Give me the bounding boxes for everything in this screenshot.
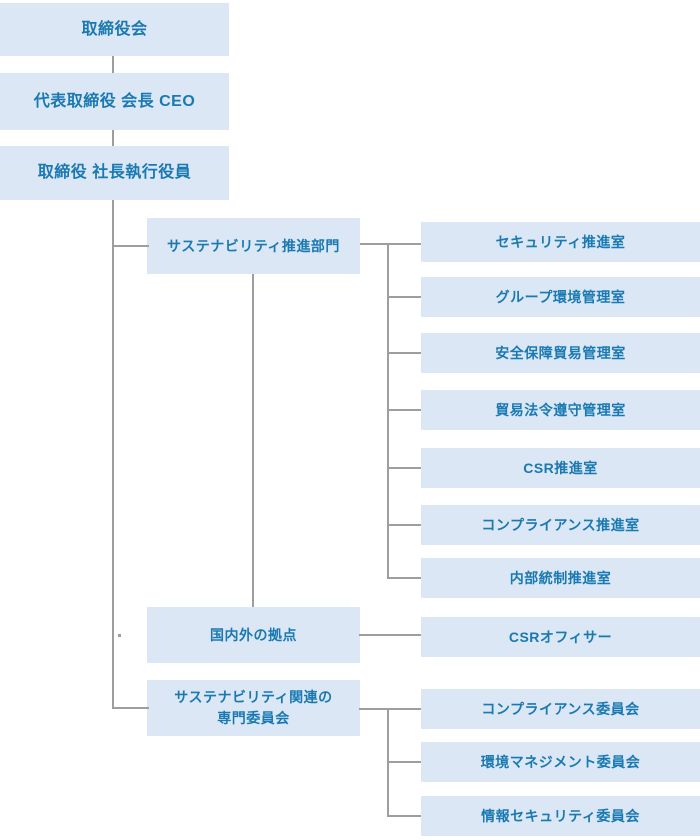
- org-box-label: セキュリティ推進室: [495, 233, 626, 250]
- connector-line-horizontal: [359, 708, 421, 710]
- org-box-label: 国内外の拠点: [210, 626, 297, 643]
- connector-line-vertical: [252, 274, 254, 607]
- org-box-domestic-overseas-sites: 国内外の拠点: [147, 607, 360, 663]
- connector-line-stub: [387, 296, 421, 298]
- connector-line-stub: [387, 524, 421, 526]
- org-box-information-security-committee: 情報セキュリティ委員会: [421, 796, 700, 836]
- org-box-label: コンプライアンス委員会: [481, 700, 640, 717]
- org-box-label: 取締役会: [81, 20, 148, 38]
- org-box-label: CSRオフィサー: [508, 628, 613, 645]
- connector-line-vertical: [387, 243, 389, 579]
- org-box-label-line1: サステナビリティ関連の: [174, 689, 333, 705]
- org-box-director-president-executive-officer: 取締役 社長執行役員: [0, 146, 229, 200]
- org-box-csr-promotion-office: CSR推進室: [421, 448, 700, 488]
- org-box-internal-control-promotion-office: 内部統制推進室: [421, 558, 700, 598]
- org-box-label: 取締役 社長執行役員: [37, 164, 192, 182]
- connector-line-stub: [387, 409, 421, 411]
- connector-line-trunk: [112, 200, 114, 709]
- connector-line-stub: [387, 815, 421, 817]
- connector-line-stub: [387, 352, 421, 354]
- org-box-sustainability-special-committees: サステナビリティ関連の 専門委員会: [147, 680, 360, 736]
- connector-line-stub: [387, 761, 421, 763]
- org-box-representative-director-chairman-ceo: 代表取締役 会長 CEO: [0, 73, 229, 130]
- org-box-label-line2: 専門委員会: [217, 710, 290, 726]
- org-box-security-export-control-office: 安全保障貿易管理室: [421, 333, 700, 373]
- connector-line-horizontal: [112, 707, 149, 709]
- org-box-label: サステナビリティ推進部門: [167, 237, 340, 254]
- org-box-board-of-directors: 取締役会: [0, 3, 229, 56]
- org-box-label: コンプライアンス推進室: [481, 516, 640, 533]
- org-box-csr-officer: CSRオフィサー: [421, 617, 700, 657]
- org-box-label: グループ環境管理室: [495, 288, 626, 305]
- org-box-label: CSR推進室: [523, 459, 598, 476]
- org-box-label: 情報セキュリティ委員会: [481, 807, 640, 824]
- org-box-label: 安全保障貿易管理室: [495, 344, 626, 361]
- org-box-compliance-committee: コンプライアンス委員会: [421, 689, 700, 729]
- org-box-trade-law-compliance-office: 貿易法令遵守管理室: [421, 390, 700, 430]
- org-box-sustainability-promotion-division: サステナビリティ推進部門: [147, 218, 360, 274]
- org-box-label: 内部統制推進室: [509, 569, 612, 586]
- connector-line-horizontal: [359, 634, 421, 636]
- org-box-security-promotion-office: セキュリティ推進室: [421, 222, 700, 262]
- org-box-compliance-promotion-office: コンプライアンス推進室: [421, 505, 700, 545]
- connector-line-horizontal: [112, 245, 149, 247]
- org-box-label: 環境マネジメント委員会: [480, 753, 641, 770]
- org-box-label: 貿易法令遵守管理室: [495, 401, 626, 418]
- connector-dot: [118, 634, 121, 637]
- connector-line-horizontal: [360, 243, 421, 245]
- org-box-label: 代表取締役 会長 CEO: [33, 92, 196, 110]
- connector-line-vertical: [112, 56, 114, 73]
- connector-line-stub: [387, 467, 421, 469]
- org-box-group-environment-management-office: グループ環境管理室: [421, 277, 700, 317]
- org-box-environmental-management-committee: 環境マネジメント委員会: [421, 742, 700, 782]
- connector-line-vertical: [112, 130, 114, 146]
- connector-line-stub: [387, 577, 421, 579]
